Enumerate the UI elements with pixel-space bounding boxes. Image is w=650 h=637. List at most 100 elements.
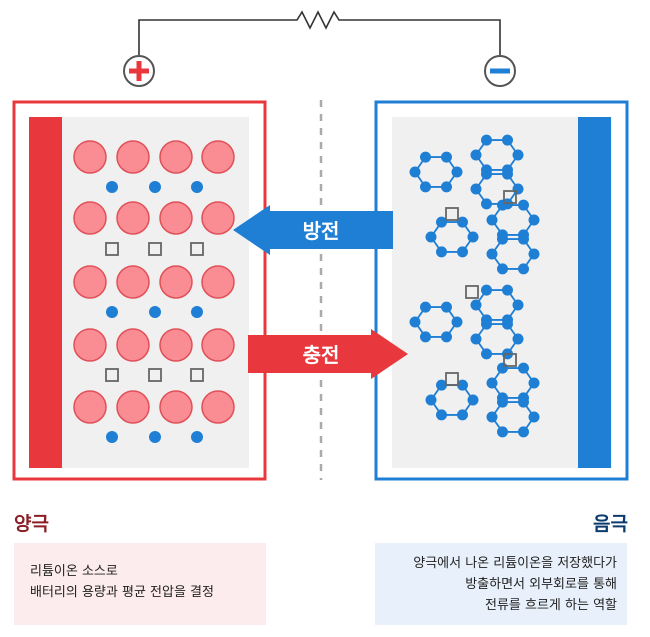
carbon-atom	[512, 149, 524, 161]
carbon-atom	[470, 149, 482, 161]
carbon-atom	[497, 396, 508, 408]
carbon-atom	[497, 233, 508, 245]
carbon-atom	[528, 411, 540, 423]
vacancy-square	[190, 368, 204, 382]
vacancy-square	[190, 242, 204, 256]
cathode-particle	[201, 390, 235, 424]
vacancy-square	[105, 368, 119, 382]
anode-description-box: 양극에서 나온 리튬이온을 저장했다가 방출하면서 외부회로를 통해 전류를 흐…	[375, 543, 627, 625]
vacancy-square	[503, 190, 517, 204]
lithium-ion	[106, 181, 118, 193]
carbon-atom	[436, 246, 447, 258]
vacancy-square	[445, 207, 459, 221]
carbon-atom	[518, 199, 529, 211]
carbon-atom	[518, 233, 529, 245]
cathode-description-line: 배터리의 용량과 평균 전압을 결정	[30, 585, 214, 600]
lithium-ion	[149, 431, 161, 443]
carbon-atom	[518, 396, 529, 408]
cathode-panel	[12, 100, 267, 481]
carbon-atom	[528, 214, 540, 226]
vacancy-square	[503, 353, 517, 367]
carbon-atom	[486, 214, 498, 226]
carbon-atom	[420, 181, 431, 193]
carbon-atom	[467, 394, 479, 406]
carbon-atom	[441, 331, 452, 343]
cathode-particle	[159, 265, 193, 299]
plus-circle-icon	[123, 55, 155, 87]
carbon-atom	[409, 316, 421, 328]
cathode-particle	[201, 201, 235, 235]
carbon-atom	[441, 301, 452, 313]
cathode-title: 양극	[14, 513, 49, 535]
cathode-particle	[116, 328, 150, 362]
carbon-atom	[481, 168, 492, 180]
cathode-particle	[116, 140, 150, 174]
carbon-atom	[470, 183, 482, 195]
carbon-atom	[502, 318, 513, 330]
carbon-atom	[457, 409, 468, 421]
carbon-atom	[486, 248, 498, 260]
minus-circle-icon	[484, 55, 516, 87]
carbon-atom	[497, 199, 508, 211]
cathode-particle	[201, 328, 235, 362]
carbon-atom	[457, 216, 468, 228]
cathode-particle	[159, 390, 193, 424]
battery-diagram: 방전 충전	[12, 10, 629, 481]
circuit-wire	[138, 10, 501, 55]
carbon-atom	[470, 333, 482, 345]
carbon-atom	[481, 348, 492, 360]
carbon-atom	[528, 377, 540, 389]
carbon-atom	[441, 151, 452, 163]
lithium-ion	[149, 306, 161, 318]
carbon-atom	[457, 246, 468, 258]
cathode-particle	[73, 328, 107, 362]
carbon-atom	[512, 183, 524, 195]
carbon-atom	[481, 198, 492, 210]
carbon-atom	[467, 231, 479, 243]
vacancy-square	[148, 368, 162, 382]
carbon-atom	[436, 379, 447, 391]
cathode-particle	[73, 265, 107, 299]
carbon-atom	[481, 134, 492, 146]
cathode-particle	[201, 265, 235, 299]
lithium-ion	[106, 306, 118, 318]
cathode-particle	[116, 201, 150, 235]
anode-panel	[374, 100, 629, 481]
carbon-atom	[409, 166, 421, 178]
anode-description-line: 양극에서 나온 리튬이온을 저장했다가	[413, 556, 617, 571]
cathode-particle	[116, 265, 150, 299]
charge-label: 충전	[303, 343, 340, 367]
discharge-label: 방전	[303, 219, 340, 243]
carbon-atom	[481, 284, 492, 296]
carbon-atom	[481, 318, 492, 330]
cathode-particle	[73, 201, 107, 235]
carbon-atom	[425, 394, 437, 406]
carbon-atom	[518, 426, 529, 438]
carbon-atom	[457, 379, 468, 391]
cathode-lattice	[73, 140, 235, 443]
carbon-atom	[420, 331, 431, 343]
lithium-ion	[191, 181, 203, 193]
carbon-atom	[502, 134, 513, 146]
vacancy-square	[445, 372, 459, 386]
cathode-particle	[201, 140, 235, 174]
cathode-description-line: 리튬이온 소스로	[30, 564, 118, 579]
vacancy-square	[148, 242, 162, 256]
carbon-atom	[486, 411, 498, 423]
cathode-particle	[159, 140, 193, 174]
carbon-atom	[420, 151, 431, 163]
carbon-atom	[497, 426, 508, 438]
carbon-atom	[451, 166, 463, 178]
lithium-ion	[149, 181, 161, 193]
carbon-atom	[436, 409, 447, 421]
carbon-atom	[497, 263, 508, 275]
cathode-particle	[159, 328, 193, 362]
vacancy-square	[465, 285, 479, 299]
anode-collector	[578, 117, 611, 468]
carbon-atom	[518, 362, 529, 374]
anode-description-line: 방출하면서 외부회로를 통해	[465, 577, 617, 592]
lithium-ion	[191, 306, 203, 318]
carbon-atom	[518, 263, 529, 275]
carbon-atom	[502, 284, 513, 296]
vacancy-square	[105, 242, 119, 256]
